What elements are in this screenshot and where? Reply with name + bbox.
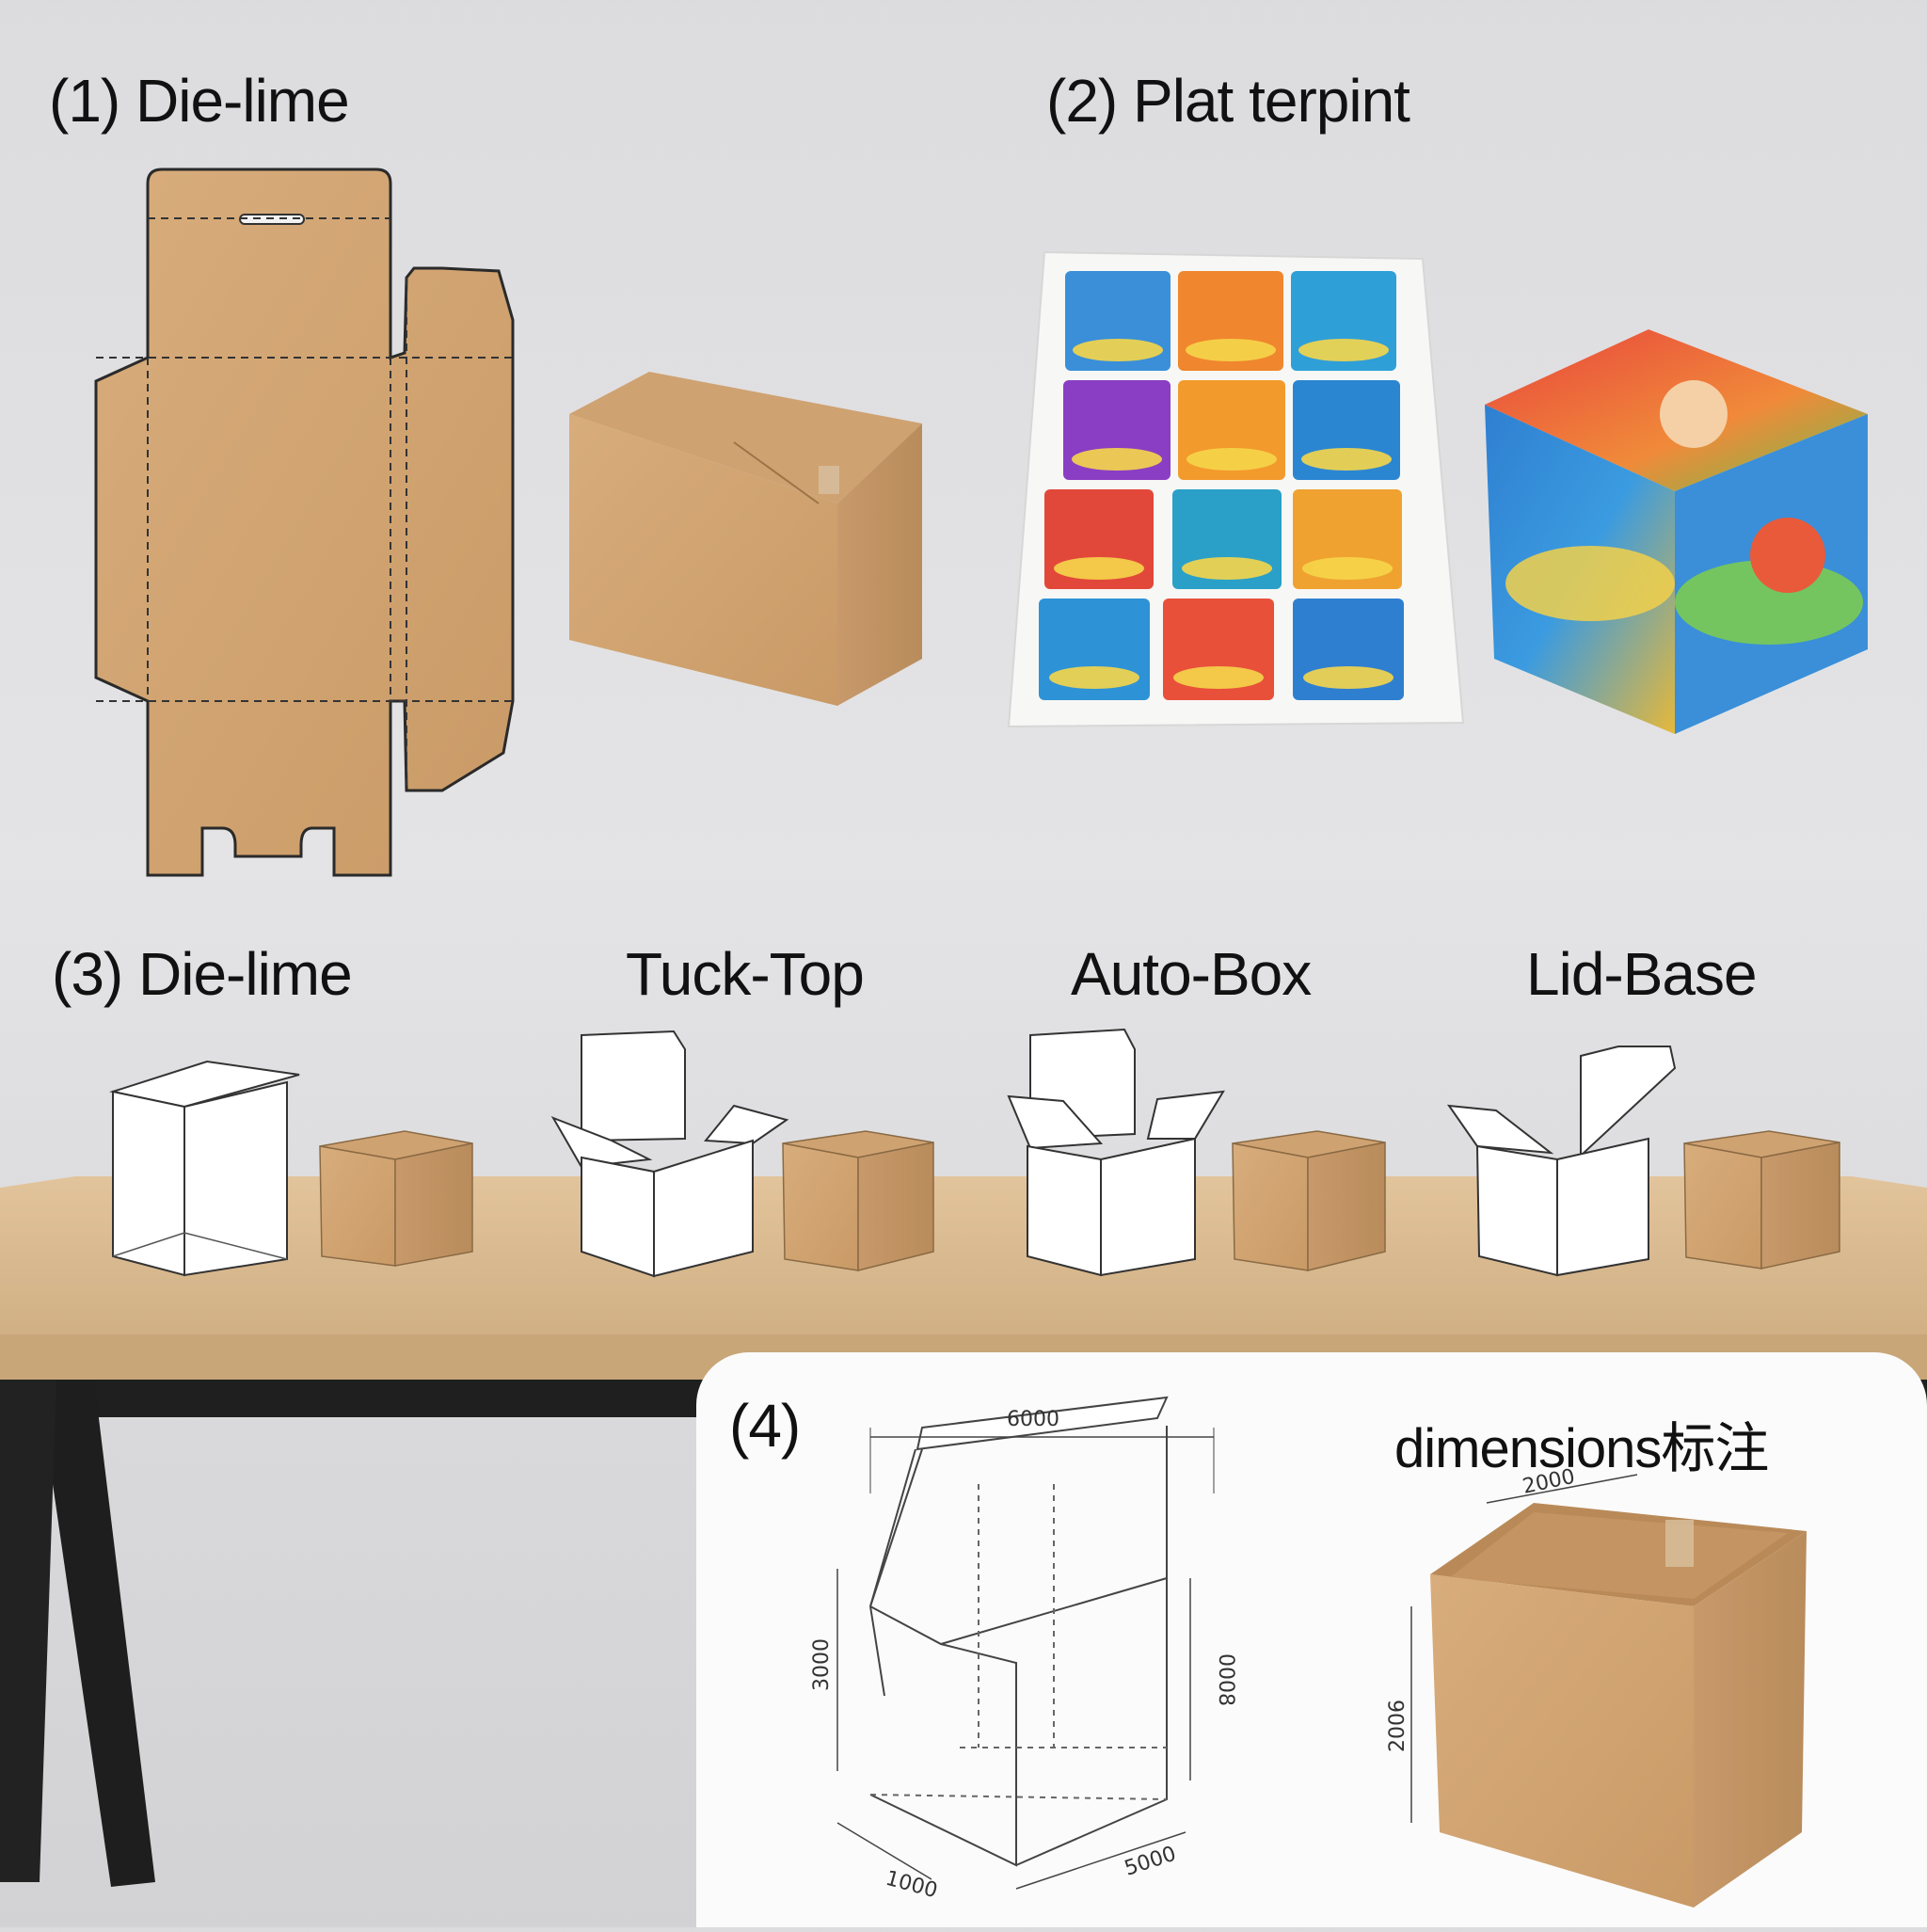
section3-title: (3) Die-lime [52,940,353,1008]
kraft-cube-4 [1683,1130,1840,1269]
dim-bottom-left: 1000 [883,1867,940,1904]
dim-right: 0008 [1214,1653,1237,1706]
kraft-box-large [569,372,922,706]
section1-title: (1) Die-lime [49,67,350,135]
wire-box-3 [1007,1028,1225,1277]
dim-left: 3000 [810,1638,834,1691]
sheet-tiles [1039,271,1404,700]
wire-box-4 [1446,1046,1677,1277]
print-sheet [1007,250,1465,728]
dimensions-drawing: 6000 3000 0008 1000 5000 2000 2006 [810,1396,1807,1908]
dimensions-panel: 6000 3000 0008 1000 5000 2000 2006 [696,1352,1927,1927]
section2-title: (2) Plat terpint [1046,67,1410,135]
style-label-tuck-top: Tuck-Top [626,940,865,1008]
style-row [109,1028,1840,1278]
section4-heading: dimensions标注 [1394,1418,1769,1479]
dimension-wireframe [836,1396,1215,1890]
wire-box-1 [109,1060,300,1277]
dim-bottom-right: 5000 [1122,1843,1179,1881]
open-kraft-box [1410,1474,1807,1908]
section4-title: (4) [729,1392,801,1460]
kraft-cube-1 [319,1130,473,1267]
kraft-cube-3 [1232,1130,1386,1271]
photo-dim-left: 2006 [1386,1700,1409,1752]
kraft-cube-2 [782,1130,934,1271]
printed-box [1485,329,1868,734]
style-label-auto-box: Auto-Box [1071,940,1312,1008]
dim-top: 6000 [1007,1408,1059,1431]
dieline-flat [94,168,515,877]
style-label-lid-base: Lid-Base [1526,940,1758,1008]
wire-box-2 [550,1030,789,1278]
